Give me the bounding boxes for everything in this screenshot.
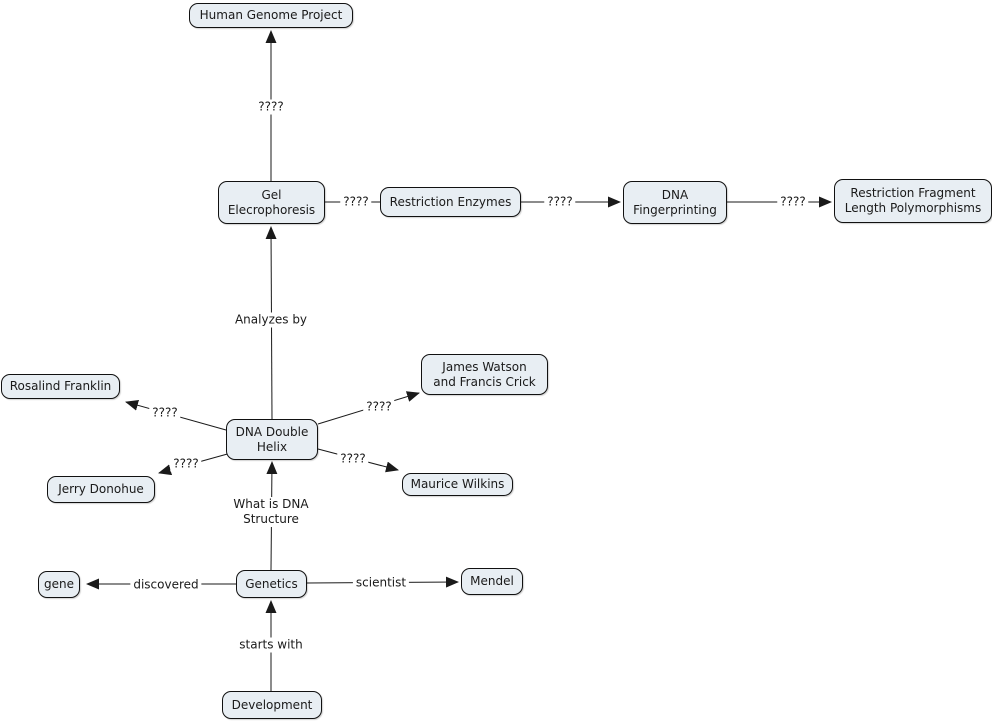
link-label-gel-elecrophoresis-to-restriction-enzymes[interactable]: ????	[340, 194, 372, 210]
node-human-genome-project[interactable]: Human Genome Project	[189, 3, 353, 28]
link-label-dna-double-helix-to-james-watson-and-francis-crick[interactable]: ????	[363, 399, 395, 415]
link-label-genetics-to-dna-double-helix[interactable]: What is DNA Structure	[230, 497, 312, 527]
link-label-dna-double-helix-to-jerry-donohue[interactable]: ????	[170, 456, 202, 472]
node-gel-elecrophoresis[interactable]: Gel Elecrophoresis	[218, 181, 325, 224]
node-genetics[interactable]: Genetics	[236, 570, 307, 598]
link-label-dna-double-helix-to-gel-elecrophoresis[interactable]: Analyzes by	[231, 312, 311, 328]
node-gene[interactable]: gene	[38, 571, 80, 598]
link-label-dna-double-helix-to-maurice-wilkins[interactable]: ????	[337, 451, 369, 467]
node-development[interactable]: Development	[222, 691, 322, 719]
node-james-watson-and-francis-crick[interactable]: James Watson and Francis Crick	[421, 354, 548, 395]
node-mendel[interactable]: Mendel	[461, 568, 523, 595]
link-label-gel-elecrophoresis-to-human-genome-project[interactable]: ????	[255, 99, 287, 115]
link-label-genetics-to-mendel[interactable]: scientist	[352, 575, 410, 591]
link-label-dna-fingerprinting-to-restriction-fragment-length-polymorphisms[interactable]: ????	[777, 194, 809, 210]
node-dna-fingerprinting[interactable]: DNA Fingerprinting	[623, 181, 727, 224]
link-label-genetics-to-gene[interactable]: discovered	[130, 577, 202, 593]
node-jerry-donohue[interactable]: Jerry Donohue	[47, 476, 155, 503]
node-restriction-fragment-length-polymorphisms[interactable]: Restriction Fragment Length Polymorphism…	[834, 179, 992, 223]
node-maurice-wilkins[interactable]: Maurice Wilkins	[402, 473, 513, 496]
link-label-restriction-enzymes-to-dna-fingerprinting[interactable]: ????	[544, 194, 576, 210]
link-label-development-to-genetics[interactable]: starts with	[236, 637, 306, 653]
node-restriction-enzymes[interactable]: Restriction Enzymes	[380, 187, 521, 217]
link-label-dna-double-helix-to-rosalind-franklin[interactable]: ????	[149, 405, 181, 421]
node-rosalind-franklin[interactable]: Rosalind Franklin	[1, 374, 120, 399]
node-dna-double-helix[interactable]: DNA Double Helix	[226, 419, 318, 460]
